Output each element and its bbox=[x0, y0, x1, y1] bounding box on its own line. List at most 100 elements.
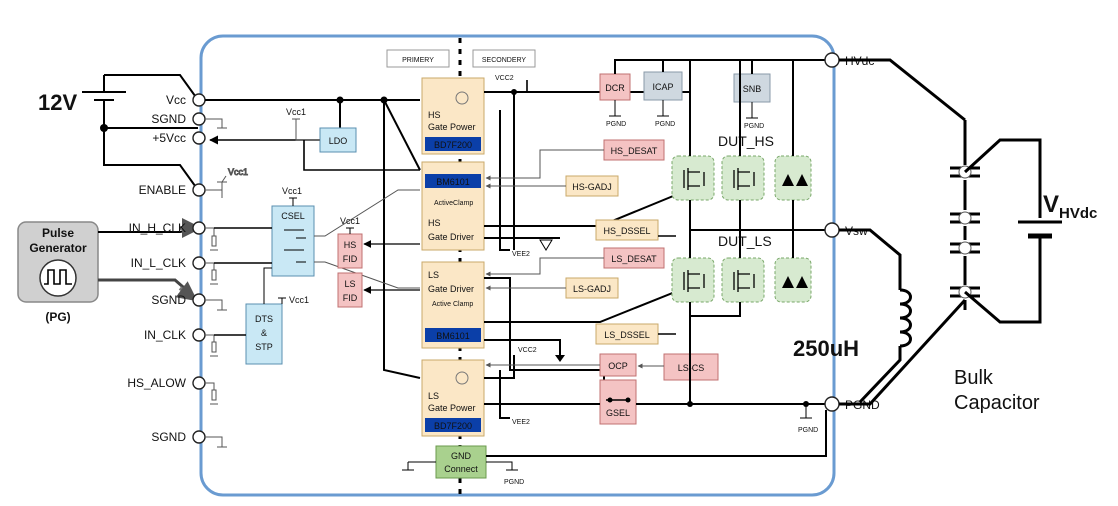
ls-dssel-block[interactable]: LS_DSSEL bbox=[595, 323, 659, 345]
svg-text:SGND: SGND bbox=[151, 293, 186, 307]
hs-gate-power-block[interactable]: HS Gate Power BD7F200 bbox=[421, 77, 485, 155]
pin-sgnd-2[interactable] bbox=[192, 293, 206, 307]
svg-text:&: & bbox=[261, 328, 267, 338]
hvdc-source: VHVdc bbox=[963, 138, 1097, 324]
pg-abbrev: (PG) bbox=[45, 310, 70, 324]
svg-text:FID: FID bbox=[343, 293, 358, 303]
vhvdc-label: VHVdc bbox=[1043, 191, 1097, 222]
svg-text:PGND: PGND bbox=[798, 427, 818, 434]
svg-text:Gate Power: Gate Power bbox=[428, 122, 476, 132]
svg-text:VEE2: VEE2 bbox=[512, 251, 530, 258]
left-pin-stubs: Vcc1 bbox=[205, 118, 249, 448]
svg-text:ENABLE: ENABLE bbox=[139, 183, 186, 197]
pin-hs-alow[interactable] bbox=[192, 376, 206, 390]
svg-text:Vcc: Vcc bbox=[166, 93, 186, 107]
svg-text:LS: LS bbox=[428, 270, 439, 280]
svg-text:PGND: PGND bbox=[606, 121, 626, 128]
dut-hs-group[interactable] bbox=[671, 155, 812, 201]
pulse-generator[interactable]: Pulse Generator (PG) bbox=[17, 221, 99, 324]
hs-dssel-block[interactable]: HS_DSSEL bbox=[595, 219, 659, 241]
ls-desat-block[interactable]: LS_DESAT bbox=[603, 247, 665, 269]
bulk-capacitor: Bulk Capacitor bbox=[950, 120, 1040, 414]
hs-fid-block[interactable]: HS FID bbox=[337, 233, 363, 269]
icap-block[interactable]: ICAP bbox=[643, 71, 683, 101]
svg-text:BM6101: BM6101 bbox=[436, 331, 470, 341]
csel-block[interactable]: CSEL bbox=[271, 205, 315, 277]
inductor: 250uH bbox=[793, 228, 912, 404]
svg-text:IN_L_CLK: IN_L_CLK bbox=[131, 256, 186, 270]
svg-text:LS-GADJ: LS-GADJ bbox=[573, 284, 611, 294]
gnd-connect-block[interactable]: GND Connect bbox=[435, 445, 487, 479]
svg-text:Vcc1: Vcc1 bbox=[282, 186, 302, 196]
ls-gate-driver-block[interactable]: LS Gate Driver Active Clamp BM6101 bbox=[421, 261, 485, 349]
svg-text:ICAP: ICAP bbox=[652, 82, 673, 92]
supply-label: 12V bbox=[38, 90, 77, 115]
svg-text:PGND: PGND bbox=[655, 121, 675, 128]
pin-enable[interactable] bbox=[192, 183, 206, 197]
svg-text:Vcc1: Vcc1 bbox=[228, 167, 248, 177]
svg-text:Pulse: Pulse bbox=[42, 226, 74, 240]
dut-ls-label: DUT_LS bbox=[718, 233, 772, 249]
pin-in-l-clk[interactable] bbox=[192, 256, 206, 270]
pin-vsw[interactable] bbox=[824, 222, 840, 238]
svg-text:GND: GND bbox=[451, 451, 472, 461]
svg-text:STP: STP bbox=[255, 342, 273, 352]
pin-vcc[interactable] bbox=[192, 93, 206, 107]
dcr-block[interactable]: DCR bbox=[599, 73, 631, 101]
svg-text:HS_ALOW: HS_ALOW bbox=[127, 376, 186, 390]
pin-sgnd-1[interactable] bbox=[192, 112, 206, 126]
svg-text:Vcc1: Vcc1 bbox=[289, 295, 309, 305]
svg-text:PGND: PGND bbox=[744, 123, 764, 130]
svg-text:PGND: PGND bbox=[504, 479, 524, 486]
svg-text:BM6101: BM6101 bbox=[436, 177, 470, 187]
pin-in-clk[interactable] bbox=[192, 328, 206, 342]
svg-text:SGND: SGND bbox=[151, 430, 186, 444]
svg-text:Vcc1: Vcc1 bbox=[286, 107, 306, 117]
svg-text:BD7F200: BD7F200 bbox=[434, 140, 472, 150]
svg-text:FID: FID bbox=[343, 254, 358, 264]
svg-text:Gate Power: Gate Power bbox=[428, 403, 476, 413]
pin-in-h-clk[interactable] bbox=[192, 221, 206, 235]
left-pins: Vcc SGND +5Vcc ENABLE IN_H_CLK IN_L_CLK … bbox=[127, 93, 206, 444]
svg-text:SNB: SNB bbox=[743, 84, 762, 94]
svg-text:VCC2: VCC2 bbox=[518, 347, 537, 354]
dts-stp-block[interactable]: DTS & STP bbox=[245, 303, 283, 365]
svg-text:BD7F200: BD7F200 bbox=[434, 421, 472, 431]
svg-text:VCC2: VCC2 bbox=[495, 75, 514, 82]
inductor-label: 250uH bbox=[793, 336, 859, 361]
svg-text:IN_CLK: IN_CLK bbox=[144, 328, 186, 342]
svg-text:HS: HS bbox=[344, 240, 357, 250]
svg-text:CSEL: CSEL bbox=[281, 211, 305, 221]
svg-text:LS: LS bbox=[428, 391, 439, 401]
svg-text:HS: HS bbox=[428, 218, 441, 228]
svg-text:Gate Driver: Gate Driver bbox=[428, 232, 474, 242]
dut-hs-label: DUT_HS bbox=[718, 133, 774, 149]
ls-gadj-block[interactable]: LS-GADJ bbox=[565, 277, 619, 299]
ls-gate-power-block[interactable]: LS Gate Power BD7F200 bbox=[421, 359, 485, 437]
pin-5vcc[interactable] bbox=[192, 131, 206, 145]
svg-text:Vcc1: Vcc1 bbox=[340, 216, 360, 226]
svg-text:VEE2: VEE2 bbox=[512, 419, 530, 426]
ocp-block[interactable]: OCP bbox=[599, 353, 637, 377]
ldo-block[interactable]: LDO bbox=[319, 127, 357, 153]
ls-fid-block[interactable]: LS FID bbox=[337, 272, 363, 308]
svg-text:OCP: OCP bbox=[608, 361, 628, 371]
svg-text:LS_DSSEL: LS_DSSEL bbox=[604, 330, 650, 340]
svg-text:+5Vcc: +5Vcc bbox=[152, 131, 186, 145]
hs-gadj-block[interactable]: HS-GADJ bbox=[565, 175, 619, 197]
hs-gate-driver-block[interactable]: BM6101 ActiveClamp HS Gate Driver bbox=[421, 161, 485, 251]
dut-ls-group[interactable] bbox=[671, 257, 812, 303]
primary-label: PRIMERY bbox=[402, 57, 434, 64]
gsel-block[interactable]: GSEL bbox=[599, 379, 637, 425]
pin-sgnd-3[interactable] bbox=[192, 430, 206, 444]
pin-pgnd[interactable] bbox=[824, 396, 840, 412]
pin-hvdc[interactable] bbox=[824, 52, 840, 68]
svg-text:Active Clamp: Active Clamp bbox=[432, 301, 473, 308]
svg-text:Connect: Connect bbox=[444, 464, 478, 474]
supply-12v: 12V bbox=[38, 74, 199, 191]
secondary-label: SECONDERY bbox=[482, 57, 527, 64]
hs-desat-block[interactable]: HS_DESAT bbox=[603, 139, 665, 161]
svg-text:LS_DESAT: LS_DESAT bbox=[611, 254, 657, 264]
svg-text:IN_H_CLK: IN_H_CLK bbox=[129, 221, 186, 235]
bulk-label-1: Bulk bbox=[954, 367, 994, 389]
